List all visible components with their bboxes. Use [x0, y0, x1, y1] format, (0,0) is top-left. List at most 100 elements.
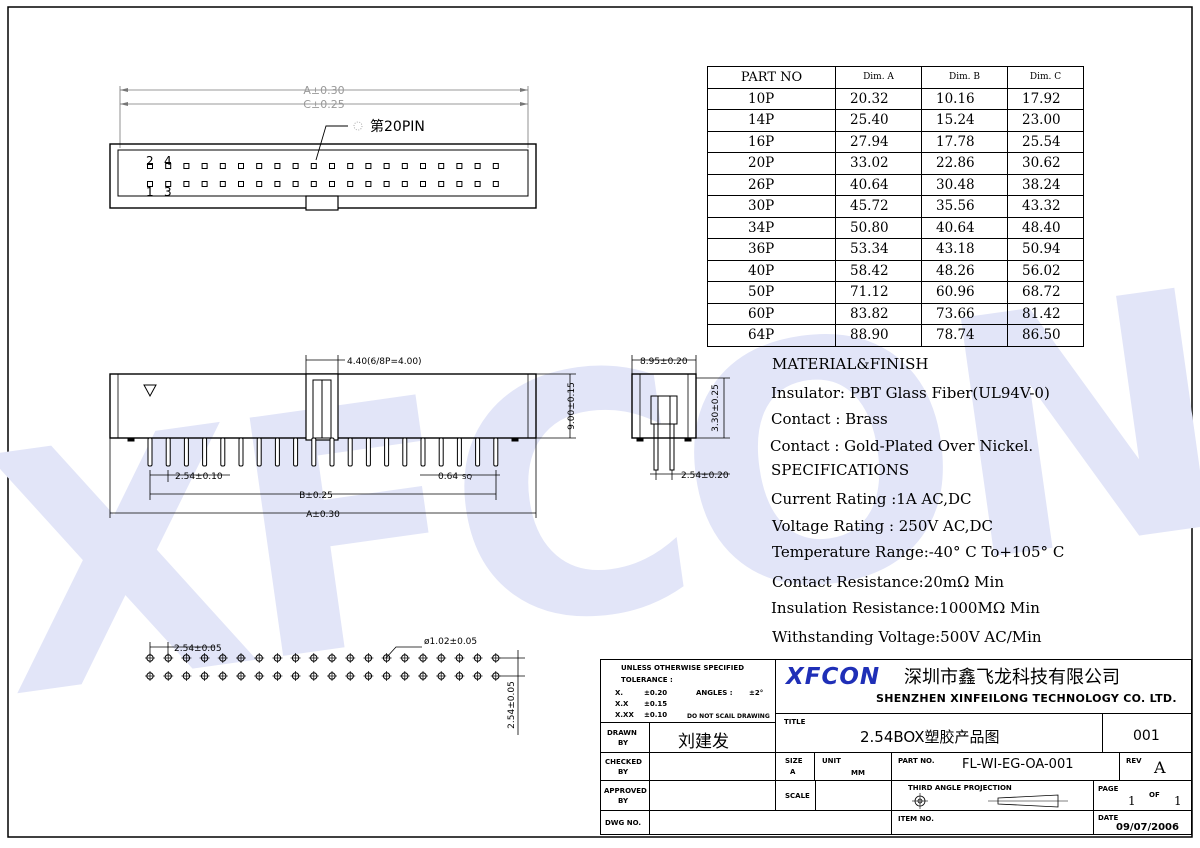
tol-x-val: ±0.20: [644, 689, 668, 697]
top-pin: [347, 181, 354, 187]
tol-x: X.: [615, 689, 624, 697]
rev-cell: REV A: [1119, 752, 1192, 781]
top-pin: [347, 163, 354, 169]
top-pin: [147, 181, 153, 187]
dim-cell: 83.82: [835, 302, 922, 325]
pcb-hole: [399, 653, 410, 663]
header-dim-b: Dim. B: [921, 66, 1008, 89]
dwg-no-cell: [649, 810, 892, 835]
front-pin: [475, 437, 481, 467]
date-label: DATE: [1098, 814, 1119, 822]
pcb-hole: [454, 671, 465, 681]
top-pin: [401, 181, 408, 187]
top-pin: [201, 163, 208, 169]
pin-label-2: 2: [146, 154, 154, 168]
dim-cell: 43.32: [1007, 195, 1084, 218]
top-pin: [438, 181, 445, 187]
drawn-label2: BY: [618, 739, 629, 747]
pcb-hole: [236, 671, 246, 681]
front-pin: [202, 437, 208, 467]
size-cell: SIZE A: [775, 752, 815, 781]
pcb-hole: [290, 653, 301, 663]
pcb-hole: [418, 671, 428, 681]
rev-val: A: [1154, 758, 1166, 777]
spec-withstanding: Withstanding Voltage:500V AC/Min: [772, 628, 1042, 646]
part-no-cell: 50P: [707, 281, 836, 304]
front-pin: [493, 437, 499, 467]
company-name-en: SHENZHEN XINFEILONG TECHNOLOGY CO. LTD.: [876, 692, 1177, 705]
dim-cell: 27.94: [835, 130, 922, 153]
scale-cell: SCALE: [775, 780, 892, 811]
spec-temperature: Temperature Range:-40° C To+105° C: [772, 543, 1065, 561]
item-cell: ITEM NO.: [891, 810, 1094, 835]
dim-cell: 10.16: [921, 87, 1008, 110]
drawn-by: 刘建发: [678, 732, 729, 752]
part-no-cell: 10P: [707, 87, 836, 110]
top-pin: [329, 163, 335, 169]
front-view-pins: [147, 437, 499, 467]
top-pin: [219, 163, 226, 169]
front-pin: [165, 437, 171, 467]
top-pin: [274, 181, 281, 187]
dim-cell: 81.42: [1007, 302, 1084, 325]
drawing-title: 2.54BOX塑胶产品图: [860, 728, 1000, 746]
dim-cell: 40.64: [921, 216, 1008, 239]
pcb-hole: [308, 653, 319, 663]
front-dim-b: B±0.25: [299, 491, 333, 501]
date-cell: DATE 09/07/2006: [1093, 810, 1192, 835]
dim-cell: 48.26: [921, 259, 1008, 282]
date-val: 09/07/2006: [1116, 822, 1179, 833]
pcb-hole: [145, 653, 155, 663]
side-dim-330: 3.30±0.25: [711, 384, 721, 432]
sheet-border: [7, 6, 1193, 838]
checked-label2: BY: [618, 768, 629, 776]
dim-cell: 15.24: [921, 109, 1008, 132]
front-pin: [293, 437, 299, 467]
top-pin: [201, 181, 208, 187]
tol-xxx-val: ±0.10: [644, 711, 668, 719]
dim-cell: 71.12: [835, 281, 922, 304]
spec-contact-plating: Contact : Gold-Plated Over Nickel.: [770, 437, 1034, 455]
dim-cell: 25.40: [835, 109, 922, 132]
title-no-cell: 001: [1102, 713, 1192, 753]
part-no-cell: 26P: [707, 173, 836, 196]
front-pin: [329, 437, 335, 467]
dim-cell: 60.96: [921, 281, 1008, 304]
part-no-cell: PART NO. FL-WI-EG-OA-001: [891, 752, 1120, 781]
pcb-hole: [236, 653, 246, 663]
front-pin: [347, 437, 353, 467]
part-no-cell: 64P: [707, 324, 836, 347]
approved-label2: BY: [618, 797, 629, 805]
page-val: 1: [1128, 794, 1136, 808]
pin-label-3: 3: [164, 185, 172, 199]
page-of: OF: [1149, 791, 1160, 799]
company-name-cn: 深圳市鑫飞龙科技有限公司: [904, 667, 1120, 688]
drawn-label-cell: DRAWN BY: [600, 722, 650, 753]
pcb-hole: [181, 671, 192, 681]
tolerance-cell: UNLESS OTHERWISE SPECIFIED TOLERANCE : X…: [600, 659, 776, 723]
top-pin: [292, 181, 299, 187]
top-pin: [274, 163, 281, 169]
top-pin: [329, 181, 335, 187]
title-label: TITLE: [784, 718, 806, 726]
top-view: [109, 86, 537, 211]
front-view: [109, 355, 576, 518]
front-pin: [402, 437, 408, 467]
dim-cell: 78.74: [921, 324, 1008, 347]
top-pin: [474, 163, 481, 169]
top-pin: [183, 163, 190, 169]
dim-cell: 56.02: [1007, 259, 1084, 282]
approved-label1: APPROVED: [604, 787, 647, 795]
drawn-by-cell: 刘建发: [649, 722, 776, 753]
dim-cell: 68.72: [1007, 281, 1084, 304]
angles-label: ANGLES :: [696, 689, 733, 697]
spec-current: Current Rating :1A AC,DC: [771, 490, 972, 508]
pcb-dim-row: 2.54±0.05: [507, 681, 517, 729]
pcb-dim-pitch: 2.54±0.05: [174, 644, 222, 654]
front-pin: [420, 437, 426, 467]
top-pin: [292, 163, 299, 169]
front-dim-064-sq: SQ: [462, 473, 472, 481]
